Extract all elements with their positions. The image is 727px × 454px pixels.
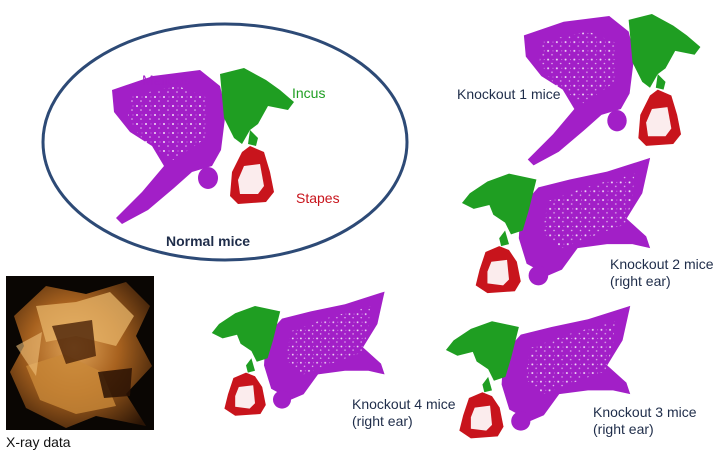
incus-label: Incus	[292, 85, 326, 101]
malleus-label: Malleus	[142, 72, 191, 88]
knockout-3-label: Knockout 3 mice (right ear)	[593, 404, 697, 437]
normal-panel-ellipse	[41, 22, 409, 262]
normal-ossicle-chain	[112, 68, 294, 224]
normal-mice-title: Normal mice	[166, 233, 251, 249]
knockout-4-label: Knockout 4 mice (right ear)	[352, 396, 456, 429]
knockout-2-label: Knockout 2 mice (right ear)	[610, 256, 714, 289]
xray-image	[6, 276, 154, 430]
knockout-1-label: Knockout 1 mice	[457, 86, 561, 102]
stapes-label: Stapes	[296, 190, 340, 206]
xray-label: X-ray data	[6, 434, 71, 450]
